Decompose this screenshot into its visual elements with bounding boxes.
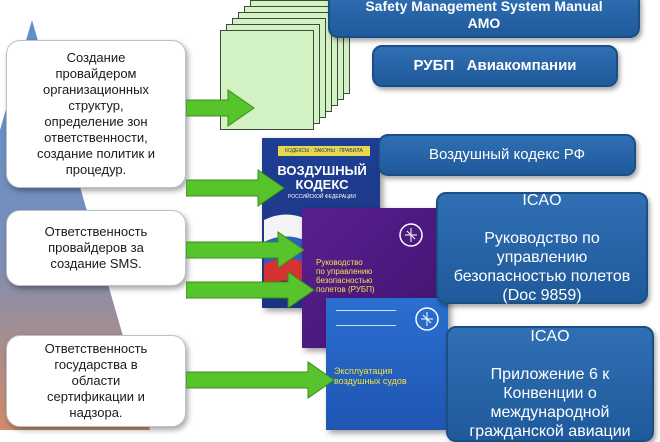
icao-emblem-icon [399,223,423,247]
book-rubp-title: Руководство по управлению безопасностью … [316,258,375,294]
green-arrow-icon [186,231,305,269]
book-banner: КОДЕКСЫ · ЗАКОНЫ · ПРАВИЛА [278,146,370,156]
label-provider-sms: Ответственность провайдеров за создание … [6,210,186,286]
box-icao-doc9859: ICAO Руководство по управлению безопасно… [436,192,648,304]
sheet [220,30,314,130]
book-ops-small-text [336,310,396,326]
label-provider-structures: Создание провайдером организационных стр… [6,40,186,188]
book-subtitle: РОССИЙСКОЙ ФЕДЕРАЦИИ [288,194,356,200]
book-ops-title: Эксплуатация воздушных судов [334,366,407,386]
manual-sheet-stack [220,0,350,140]
green-arrow-icon [186,89,255,127]
box-rubp-airline: РУБП Авиакомпании [372,45,618,87]
box-air-code: Воздушный кодекс РФ [378,134,636,176]
icao-emblem-icon [415,307,439,331]
green-arrow-icon [186,361,335,399]
green-arrow-icon [186,169,285,207]
green-arrow-icon [186,271,315,309]
book-aircraft-operations: Эксплуатация воздушных судов [326,298,448,430]
box-sms-manual: Safety Management System Manual AMO [328,0,640,38]
label-state-oversight: Ответственность государства в области се… [6,335,186,427]
box-icao-annex6: ICAO Приложение 6 к Конвенции о междунар… [446,326,654,442]
book-title: ВОЗДУШНЫЙ КОДЕКС [277,163,367,192]
